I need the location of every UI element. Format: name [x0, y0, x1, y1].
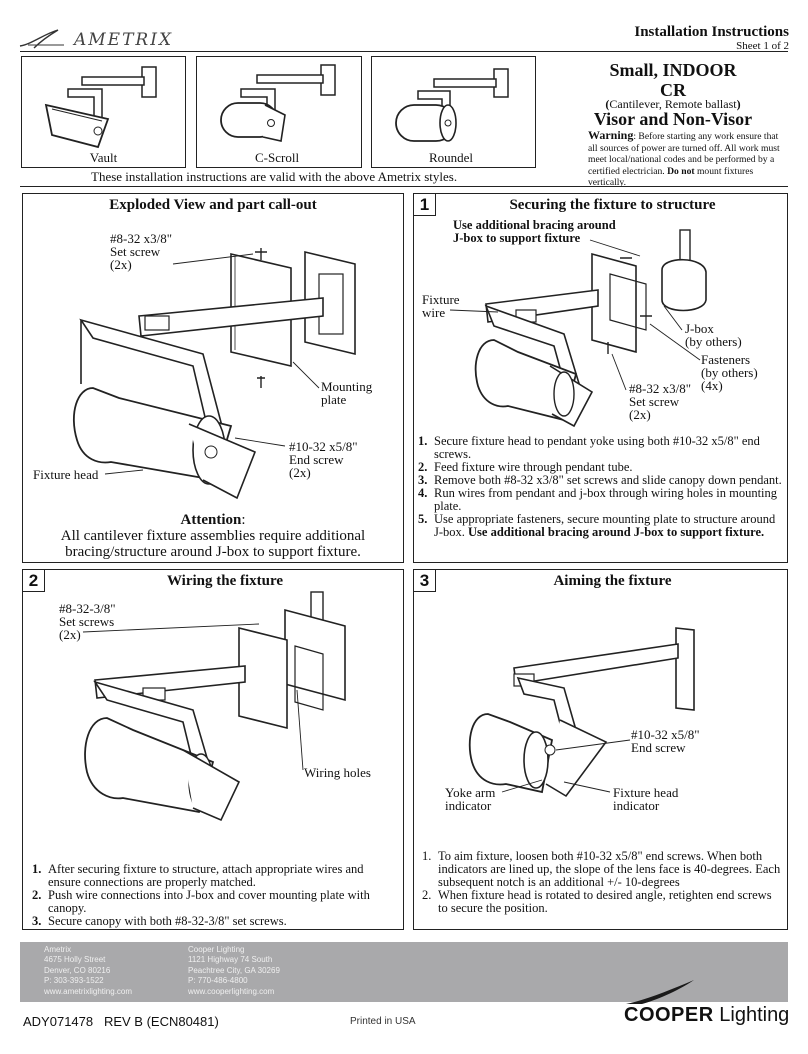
panel-2-step: 3.Secure canopy with both #8-32-3/8" set…: [32, 914, 287, 928]
warning-text: Warning: Before starting any work ensure…: [588, 128, 788, 189]
panel-1-callout-fasteners: Fasteners (by others) (4x): [701, 352, 758, 393]
paren-open: (: [605, 97, 610, 111]
panel-2-callout-wiring-holes: Wiring holes: [304, 765, 371, 780]
panel-1-step: 1.Secure fixture head to pendant yoke us…: [418, 434, 760, 461]
panel-1-callout-fixture-wire: Fixture wire: [422, 292, 460, 320]
styles-note: These installation instructions are vali…: [91, 169, 458, 184]
style-thumb-roundel: Roundel: [371, 56, 536, 168]
panel-wiring: 2 Wiring the fixture #8-32-3/8" Set scre…: [22, 569, 404, 930]
panel-securing: 1 Securing the fixture to structure Use …: [413, 193, 788, 563]
product-line-2: CR: [660, 80, 686, 100]
style-label-roundel: Roundel: [428, 150, 473, 165]
panel-1-bracing-emphasis: Use additional bracing around J-box to s…: [468, 525, 765, 539]
panel-2-step: 2.Push wire connections into J-box and c…: [32, 888, 370, 915]
paren-close: ): [736, 97, 741, 111]
product-line-1: Small, INDOOR: [609, 60, 737, 80]
exploded-callout-fixture-head: Fixture head: [33, 467, 99, 482]
roundel-fixture-drawing: [395, 68, 509, 142]
style-thumb-c-scroll: C-Scroll: [196, 56, 362, 168]
comma: ,: [658, 97, 665, 111]
panel-aiming: 3 Aiming the fixture #10-32 x5/8" End sc…: [413, 569, 788, 930]
style-label-vault: Vault: [89, 150, 118, 165]
panel-1-step: 4.Run wires from pendant and j-box throu…: [418, 486, 778, 513]
exploded-callout-mounting-plate: Mounting plate: [321, 379, 373, 407]
panel-1-drawing: [449, 229, 707, 428]
footer-cooper-contact: Cooper Lighting 1121 Highway 74 South Pe…: [188, 945, 280, 996]
product-line-3: (Cantilever, Remote ballast): [560, 97, 786, 112]
warning-bold-tail: Do not: [667, 165, 695, 177]
doc-id: ADY071478 REV B (ECN80481): [23, 1014, 219, 1029]
attention-heading: Attention:: [23, 512, 403, 529]
attention-colon: :: [241, 512, 246, 528]
warning-label: Warning: [588, 128, 634, 142]
exploded-view-title: Exploded View and part call-out: [109, 197, 317, 213]
footer-contact-band: Ametrix 4675 Holly Street Denver, CO 802…: [20, 942, 788, 1002]
style-thumb-vault: Vault: [21, 56, 186, 168]
panel-2-number: 2: [23, 570, 45, 592]
panel-3-steps: 1.To aim fixture, loosen both #10-32 x5/…: [422, 850, 784, 915]
section-rule: [20, 186, 788, 187]
panel-1-number: 1: [414, 194, 436, 216]
cooper-logo-bold: COOPER: [624, 1004, 714, 1026]
cooper-swoosh-icon: [626, 980, 694, 1004]
panel-1-step: 3.Remove both #8-32 x3/8" set screws and…: [418, 473, 782, 487]
panel-1-step: 5.Use appropriate fasteners, secure moun…: [418, 512, 776, 539]
cantilever-word: Cantilever: [609, 97, 659, 111]
sheet-number: Sheet 1 of 2: [736, 40, 789, 52]
warning-tail: mount fixtures vertically.: [588, 165, 754, 189]
panel-3-step: 1.To aim fixture, loosen both #10-32 x5/…: [422, 849, 781, 889]
panel-1-bracing-note: Use additional bracing around J-box to s…: [453, 218, 616, 245]
exploded-callout-end-screw: #10-32 x5/8" End screw (2x): [289, 439, 358, 480]
c-scroll-fixture-drawing: [220, 64, 336, 142]
exploded-view-panel: Exploded View and part call-out #8-32 x3…: [22, 193, 404, 563]
style-label-c-scroll: C-Scroll: [255, 150, 300, 165]
panel-1-callout-jbox: J-box (by others): [685, 321, 742, 349]
panel-1-step: 2.Feed fixture wire through pendant tube…: [418, 460, 633, 474]
footer-ametrix-contact: Ametrix 4675 Holly Street Denver, CO 802…: [44, 945, 133, 996]
remote-ballast: Remote ballast: [664, 97, 737, 111]
panel-2-drawing: [82, 591, 346, 822]
header-rule: [20, 51, 788, 52]
panel-3-step: 2.When fixture head is rotated to desire…: [422, 888, 772, 915]
printed-in: Printed in USA: [350, 1016, 416, 1027]
panel-2-steps: 1.After securing fixture to structure, a…: [32, 863, 398, 928]
panel-3-callout-fixture-head: Fixture head indicator: [613, 785, 679, 813]
cooper-website-link[interactable]: www.cooperlighting.com: [188, 986, 275, 996]
panel-1-title: Securing the fixture to structure: [509, 197, 716, 213]
warning-body: : Before starting any work ensure that a…: [588, 131, 780, 177]
panel-2-callout-set-screws: #8-32-3/8" Set screws (2x): [59, 601, 116, 642]
vault-fixture-drawing: [44, 66, 157, 149]
panel-3-callout-yoke-arm: Yoke arm indicator: [445, 785, 496, 813]
panel-1-steps: 1.Secure fixture head to pendant yoke us…: [418, 435, 784, 539]
panel-2-step: 1.After securing fixture to structure, a…: [32, 862, 364, 889]
ametrix-website-link[interactable]: www.ametrixlighting.com: [44, 986, 133, 996]
panel-3-callout-end-screw: #10-32 x5/8" End screw: [631, 727, 700, 755]
panel-3-number: 3: [414, 570, 436, 592]
panel-3-drawing: [468, 627, 695, 798]
product-line-4: Visor and Non-Visor: [593, 109, 753, 129]
panel-1-callout-set-screw: #8-32 x3/8" Set screw (2x): [629, 381, 691, 422]
attention-label: Attention: [180, 512, 242, 528]
panel-2-title: Wiring the fixture: [166, 573, 284, 589]
cooper-logo-light: Lighting: [719, 1004, 790, 1026]
panel-3-title: Aiming the fixture: [553, 573, 672, 589]
cooper-lighting-logo: COOPER Lighting: [624, 1004, 789, 1027]
page-title: Installation Instructions: [634, 24, 789, 40]
ametrix-logo-icon: [19, 29, 64, 49]
exploded-callout-set-screw: #8-32 x3/8" Set screw (2x): [110, 231, 172, 272]
exploded-view-drawing: [73, 248, 356, 500]
brand-name: AMETRIX: [74, 30, 174, 50]
attention-text: All cantilever fixture assemblies requir…: [60, 528, 366, 560]
